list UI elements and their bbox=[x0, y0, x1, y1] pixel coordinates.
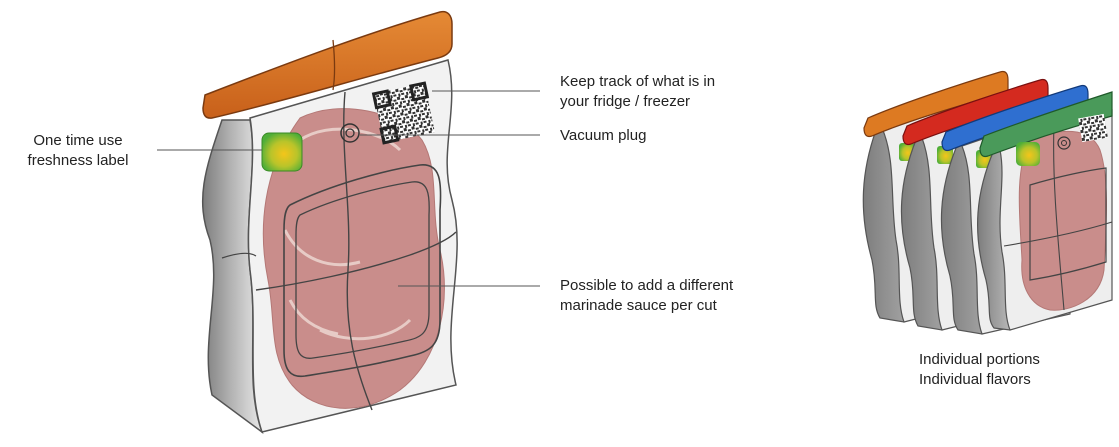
bag-stack bbox=[863, 71, 1112, 334]
track-label-text: Keep track of what is in your fridge / f… bbox=[560, 72, 715, 112]
marinade-line-1: Possible to add a different bbox=[560, 276, 733, 296]
plug-line-1: Vacuum plug bbox=[560, 126, 646, 146]
track-line-2: your fridge / freezer bbox=[560, 92, 715, 112]
portions-label-text: Individual portions Individual flavors bbox=[919, 350, 1040, 390]
track-line-1: Keep track of what is in bbox=[560, 72, 715, 92]
vacuum-plug-label-text: Vacuum plug bbox=[560, 126, 646, 146]
freshness-label-text: One time use freshness label bbox=[8, 131, 148, 171]
freshness-line-2: freshness label bbox=[8, 151, 148, 171]
portions-line-2: Individual flavors bbox=[919, 370, 1040, 390]
portions-line-1: Individual portions bbox=[919, 350, 1040, 370]
freshness-line-1: One time use bbox=[8, 131, 148, 151]
freshness-label-icon bbox=[262, 133, 302, 171]
qr-code-icon bbox=[374, 83, 435, 143]
marinade-label-text: Possible to add a different marinade sau… bbox=[560, 276, 733, 316]
marinade-line-2: marinade sauce per cut bbox=[560, 296, 733, 316]
main-vacuum-bag bbox=[203, 12, 457, 432]
